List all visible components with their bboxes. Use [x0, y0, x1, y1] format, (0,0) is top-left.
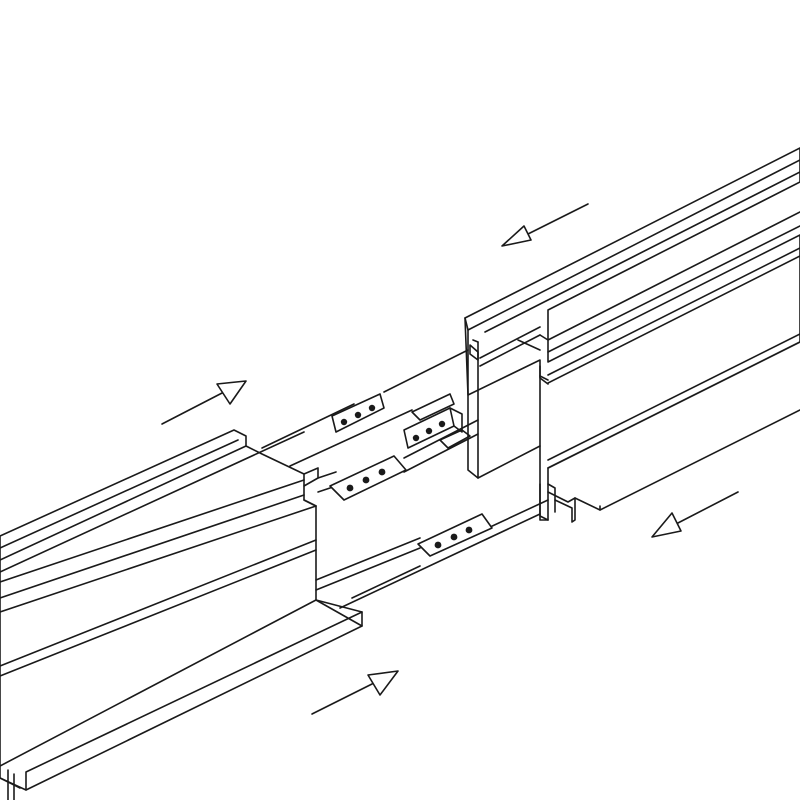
connector-plate-upper-right	[403, 393, 471, 449]
left-profile	[0, 429, 363, 800]
arrow-upper-right	[501, 203, 589, 247]
connector-plate-middle	[329, 455, 407, 501]
arrow-lower-left	[311, 670, 399, 715]
connector-plate-upper-left	[331, 393, 385, 433]
arrow-middle-left	[161, 380, 247, 425]
connector-plate-lower	[417, 513, 493, 557]
arrow-middle-right	[651, 491, 739, 538]
right-profile	[464, 147, 800, 523]
